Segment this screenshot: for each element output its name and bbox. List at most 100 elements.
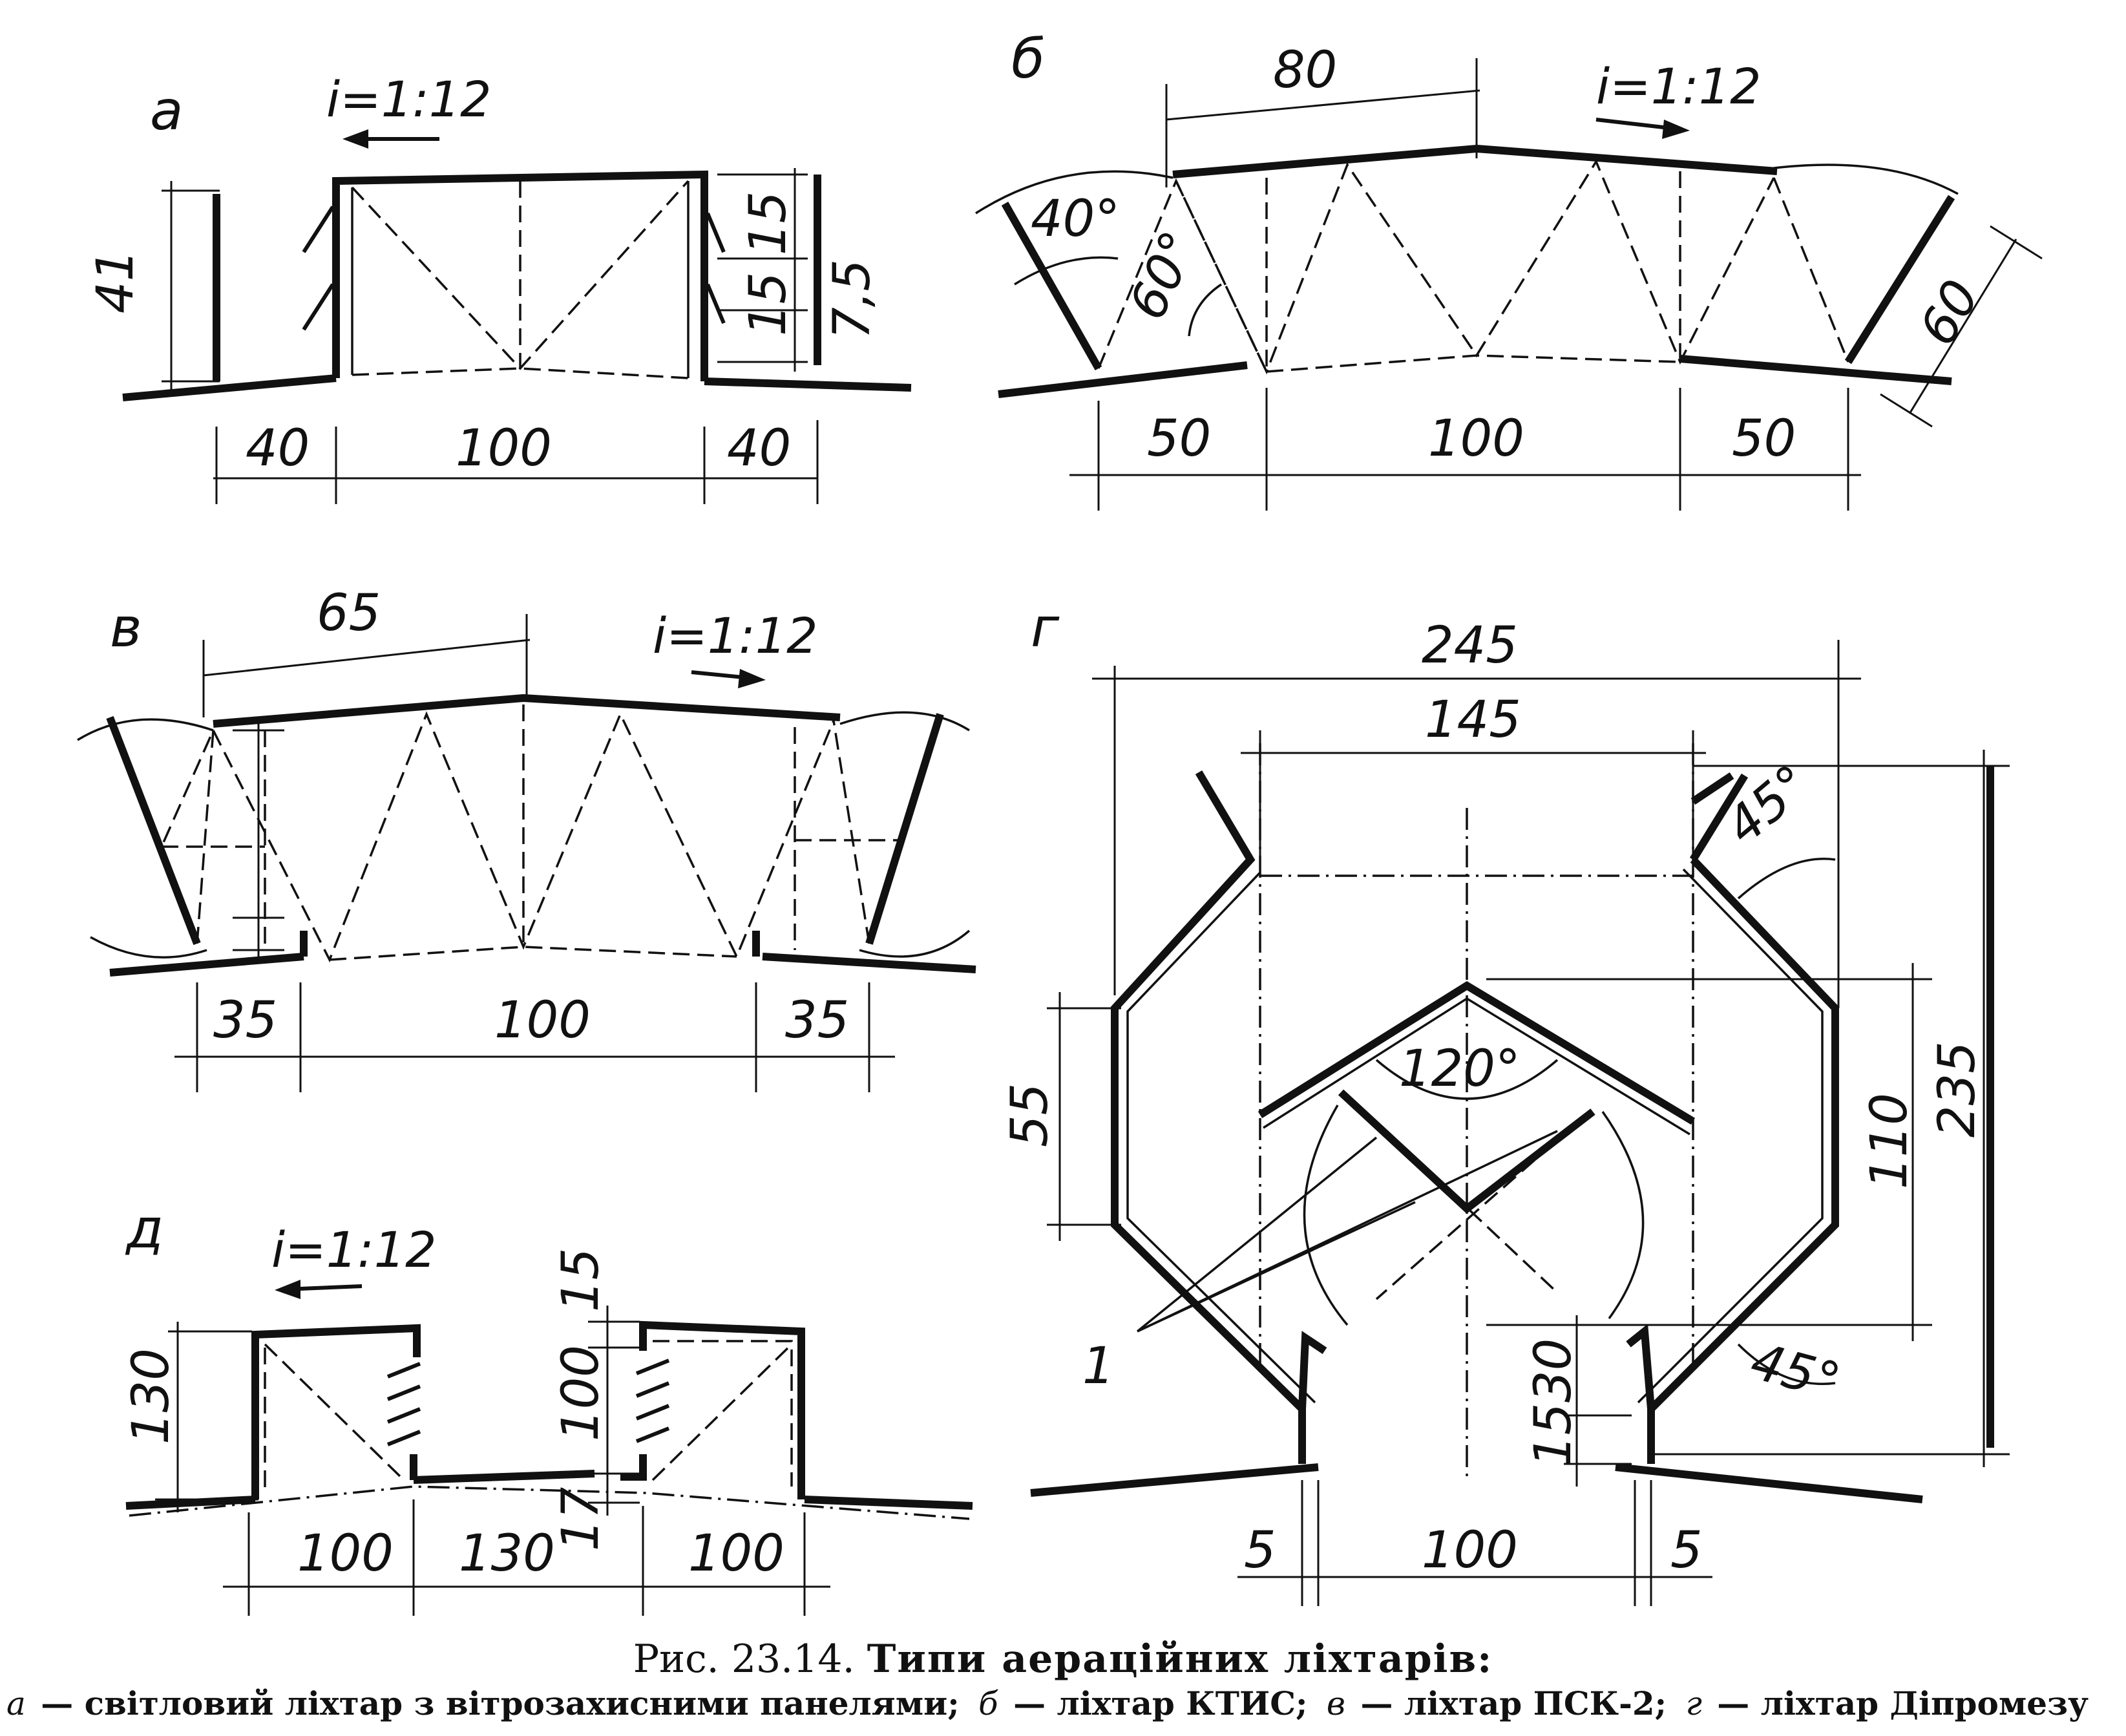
panel-d-letter: д bbox=[125, 1197, 163, 1260]
panel-a-letter: а bbox=[150, 79, 183, 142]
panel-v-dim-35-right: 35 bbox=[785, 991, 849, 1050]
panel-g: г 1 45° 120° 45° 245 145 55 110 bbox=[1001, 596, 2010, 1606]
panel-d-dim-130-vert-line bbox=[155, 1322, 258, 1512]
panel-g-dim-110: 110 bbox=[1860, 1093, 1919, 1189]
panel-d-dim-100-left: 100 bbox=[297, 1525, 394, 1583]
panel-a-dim-40-left: 40 bbox=[246, 419, 310, 478]
panel-a-louvres bbox=[302, 206, 726, 331]
panel-g-dim-110-line bbox=[1486, 963, 1932, 1341]
panel-a: а i=1:12 41 40 100 40 15 15 7,5 bbox=[87, 70, 912, 504]
panel-b-slope: i=1:12 bbox=[1596, 58, 1761, 115]
panel-a-posts bbox=[351, 181, 689, 378]
panel-d-dim-100-vertical: 100 bbox=[552, 1345, 610, 1441]
panel-v-dim-100: 100 bbox=[494, 991, 591, 1050]
panel-a-roof-right bbox=[704, 377, 912, 392]
legend-item: г — ліхтар Діпромезу bbox=[1685, 1684, 2089, 1722]
panel-g-dim-235: 235 bbox=[1928, 1041, 1986, 1138]
panel-a-dim-41-line bbox=[162, 181, 220, 391]
panel-v-screen-right bbox=[865, 713, 944, 945]
panel-b-arcs bbox=[975, 164, 1959, 215]
panel-g-dim-245-line bbox=[1092, 640, 1861, 1008]
panel-d-axis bbox=[129, 1485, 970, 1520]
panel-a-truss bbox=[351, 180, 689, 379]
panel-v-dim-35-left: 35 bbox=[213, 991, 277, 1050]
panel-b-dim-50-left: 50 bbox=[1147, 410, 1211, 468]
panel-v-truss bbox=[212, 704, 835, 963]
panel-g-dim-55: 55 bbox=[1001, 1083, 1059, 1147]
panel-v-dim-bottom-lines bbox=[174, 982, 895, 1092]
figure-legend: а — світловий ліхтар з вітрозахисними па… bbox=[6, 1684, 2120, 1722]
panel-g-chevron bbox=[1258, 980, 1696, 1125]
panel-b-truss bbox=[1175, 159, 1775, 375]
panel-b-slope-arrowhead bbox=[1662, 120, 1690, 139]
panel-d-dim-stack-lines bbox=[588, 1306, 640, 1516]
panel-a-dim-40-right: 40 bbox=[727, 419, 791, 478]
panel-b-side-struts bbox=[1097, 177, 1849, 372]
panel-b-dim-60-line bbox=[1880, 225, 2043, 428]
panel-d-dim-15: 15 bbox=[552, 1248, 610, 1312]
panel-d-lantern-right bbox=[620, 1320, 805, 1499]
panel-v-slope: i=1:12 bbox=[653, 607, 817, 664]
panel-v-dim-65: 65 bbox=[317, 584, 381, 642]
panel-g-angle-45-bottom: 45° bbox=[1745, 1332, 1846, 1412]
figure-title: Типи аераційних ліхтарів: bbox=[867, 1636, 1493, 1682]
panel-a-dim-15-mid: 15 bbox=[739, 272, 797, 336]
panel-v-top-chord bbox=[213, 693, 841, 728]
panel-v: в i=1:12 65 35 100 35 bbox=[77, 584, 976, 1092]
panel-g-valve-arcs bbox=[1303, 1105, 1645, 1326]
panel-d-louvres-right bbox=[635, 1359, 670, 1443]
panel-b-roof-left bbox=[998, 361, 1248, 398]
panel-a-dim-41: 41 bbox=[87, 249, 145, 313]
panel-g-dim-55-line bbox=[1047, 992, 1121, 1241]
figure-number: Рис. 23.14. bbox=[633, 1636, 855, 1682]
panel-g-top-flap-right bbox=[1689, 773, 1749, 862]
panel-g-throat-flaps bbox=[1298, 1324, 1655, 1410]
legend-item: в — ліхтар ПСК-2; bbox=[1326, 1684, 1667, 1722]
panel-d-lantern-right-frame bbox=[651, 1340, 793, 1487]
panel-b-dim-60: 60 bbox=[1909, 271, 1992, 355]
panel-a-dim-bottom-lines bbox=[213, 420, 819, 504]
panel-v-slope-arrowhead bbox=[738, 669, 766, 688]
panel-v-side-struts bbox=[160, 720, 905, 944]
panel-a-slope-arrowhead bbox=[342, 129, 368, 149]
panel-v-curbs bbox=[300, 931, 760, 957]
panel-g-letter: г bbox=[1031, 596, 1060, 659]
panel-g-dim-bottom-lines bbox=[1237, 1480, 1712, 1606]
panel-g-centerlines bbox=[1259, 743, 1694, 1480]
panel-g-dim-30: 30 bbox=[1524, 1339, 1583, 1403]
panel-v-dim-left-vertical bbox=[233, 724, 284, 957]
panel-a-lantern-frame bbox=[332, 170, 708, 381]
panel-b-angle-40: 40° bbox=[1031, 190, 1120, 248]
panel-g-roof bbox=[1030, 1463, 1923, 1503]
panel-v-arcs bbox=[77, 711, 971, 958]
panel-b-dim-80-line bbox=[1165, 58, 1480, 187]
panel-g-dim-5-left: 5 bbox=[1244, 1521, 1276, 1580]
panel-v-letter: в bbox=[110, 596, 142, 659]
panel-d-slope: i=1:12 bbox=[271, 1221, 436, 1278]
panel-g-dim-100: 100 bbox=[1422, 1521, 1518, 1580]
panel-d-dim-17: 17 bbox=[552, 1487, 610, 1551]
panel-g-angle-120: 120° bbox=[1399, 1040, 1521, 1098]
panel-a-dim-7-5: 7,5 bbox=[823, 259, 881, 339]
panel-g-angle-45-top: 45° bbox=[1715, 754, 1821, 856]
panel-b-top-chord bbox=[1172, 144, 1778, 178]
panel-d-dim-bottom-lines bbox=[223, 1499, 830, 1616]
panel-a-dim-15-top: 15 bbox=[739, 191, 797, 255]
panel-b-screen-right bbox=[1844, 195, 1955, 365]
panel-g-valves bbox=[1338, 1089, 1595, 1214]
panel-b-dim-50-right: 50 bbox=[1732, 410, 1796, 468]
panel-g-callout-leaders bbox=[1136, 1130, 1558, 1333]
panel-g-dim-245: 245 bbox=[1422, 617, 1518, 675]
panel-g-angle-arcs bbox=[1375, 858, 1836, 1385]
panel-g-inner-lining bbox=[1126, 868, 1824, 1404]
panel-b-dim-bottom-lines bbox=[1069, 388, 1861, 511]
panel-b-roof-right bbox=[1679, 355, 1952, 385]
panel-b-screen-left bbox=[1001, 202, 1102, 370]
panel-d-roof bbox=[125, 1470, 973, 1510]
panel-a-slope: i=1:12 bbox=[326, 70, 491, 128]
panel-g-dim-235-line bbox=[1654, 750, 2010, 1467]
panel-d-slope-arrowhead bbox=[275, 1280, 300, 1299]
legend-item: а — світловий ліхтар з вітрозахисними па… bbox=[6, 1684, 960, 1722]
panel-v-screen-left bbox=[106, 715, 201, 946]
